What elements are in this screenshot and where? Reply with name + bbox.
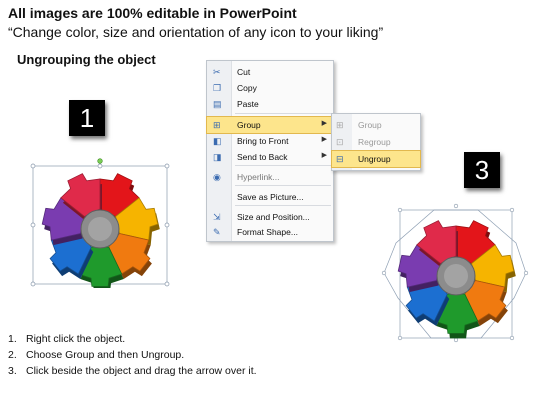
- menu-item-label: Paste: [237, 99, 259, 109]
- instruction-item: 1.Right click the object.: [8, 333, 126, 345]
- format-shape-icon: ✎: [213, 227, 221, 237]
- step-badge-3: 3: [464, 152, 500, 188]
- gear-hub-highlight: [444, 264, 468, 288]
- gear-piece: [60, 173, 101, 217]
- menu-item-label: Send to Back: [237, 152, 288, 162]
- submenu-arrow-icon: ▶: [321, 136, 327, 143]
- menu-item-bring-to-front[interactable]: ◧ Bring to Front ▶: [207, 133, 333, 149]
- ungroup-icon: ⊟: [336, 154, 344, 164]
- regroup-icon: ⊡: [336, 137, 344, 147]
- menu-item-label: Group: [237, 120, 261, 130]
- gear-object-ungrouped[interactable]: [376, 198, 536, 348]
- menu-item-label: Format Shape...: [237, 227, 298, 237]
- menu-item-save-as-picture[interactable]: Save as Picture...: [207, 189, 333, 205]
- ungrouped-handles: [381, 203, 529, 343]
- menu-item-send-to-back[interactable]: ◨ Send to Back ▶: [207, 149, 333, 165]
- gear-pieces: [41, 173, 160, 288]
- menu-item-label: Size and Position...: [237, 212, 310, 222]
- menu-item-label: Hyperlink...: [237, 172, 280, 182]
- hyperlink-icon: ◉: [213, 172, 221, 182]
- submenu-item-group[interactable]: ⊞ Group: [332, 117, 420, 133]
- menu-item-label: Save as Picture...: [237, 192, 304, 202]
- gear-hub-highlight: [88, 217, 112, 241]
- menu-item-cut[interactable]: ✂ Cut: [207, 64, 333, 80]
- page-subtitle: “Change color, size and orientation of a…: [8, 24, 384, 40]
- bring-front-icon: ◧: [213, 136, 222, 146]
- page-title: All images are 100% editable in PowerPoi…: [8, 5, 297, 21]
- rotate-handle: [97, 158, 103, 164]
- menu-item-format-shape[interactable]: ✎ Format Shape...: [207, 224, 333, 240]
- step-badge-1: 1: [69, 100, 105, 136]
- group-icon: ⊞: [336, 120, 344, 130]
- menu-item-group[interactable]: ⊞ Group ▶: [206, 116, 334, 134]
- submenu-arrow-icon: ▶: [321, 152, 327, 159]
- paste-icon: ▤: [213, 99, 222, 109]
- scissors-icon: ✂: [213, 67, 221, 77]
- submenu-item-regroup[interactable]: ⊡ Regroup: [332, 134, 420, 150]
- menu-gutter: [207, 61, 232, 241]
- group-submenu: ⊞ Group ⊡ Regroup ⊟ Ungroup: [331, 113, 421, 171]
- instruction-item: 3.Click beside the object and drag the a…: [8, 365, 257, 377]
- submenu-item-label: Ungroup: [358, 154, 391, 164]
- menu-separator: [235, 113, 331, 114]
- submenu-item-ungroup[interactable]: ⊟ Ungroup: [331, 150, 421, 168]
- gear-pieces: [397, 220, 516, 339]
- submenu-item-label: Group: [358, 120, 382, 130]
- submenu-arrow-icon: ▶: [321, 120, 327, 127]
- menu-item-paste[interactable]: ▤ Paste: [207, 96, 333, 112]
- instruction-item: 2.Choose Group and then Ungroup.: [8, 349, 185, 361]
- menu-separator: [235, 165, 331, 166]
- send-back-icon: ◨: [213, 152, 222, 162]
- menu-item-size-and-position[interactable]: ⇲ Size and Position...: [207, 209, 333, 225]
- gear-object-selected[interactable]: [30, 158, 170, 288]
- menu-separator: [235, 205, 331, 206]
- gear-piece: [416, 220, 457, 264]
- section-heading: Ungrouping the object: [17, 52, 156, 67]
- menu-item-label: Copy: [237, 83, 257, 93]
- menu-item-copy[interactable]: ❐ Copy: [207, 80, 333, 96]
- context-menu: ✂ Cut ❐ Copy ▤ Paste ⊞ Group ▶ ◧ Bring to Front ▶ ◨ S…: [206, 60, 334, 242]
- instruction-list: 1.Right click the object. 2.Choose Group…: [8, 331, 257, 379]
- submenu-item-label: Regroup: [358, 137, 391, 147]
- size-position-icon: ⇲: [213, 212, 221, 222]
- group-icon: ⊞: [213, 120, 221, 130]
- menu-item-label: Cut: [237, 67, 251, 77]
- menu-item-label: Bring to Front: [237, 136, 289, 146]
- menu-separator: [235, 185, 331, 186]
- menu-item-hyperlink[interactable]: ◉ Hyperlink...: [207, 169, 333, 185]
- copy-icon: ❐: [213, 83, 222, 93]
